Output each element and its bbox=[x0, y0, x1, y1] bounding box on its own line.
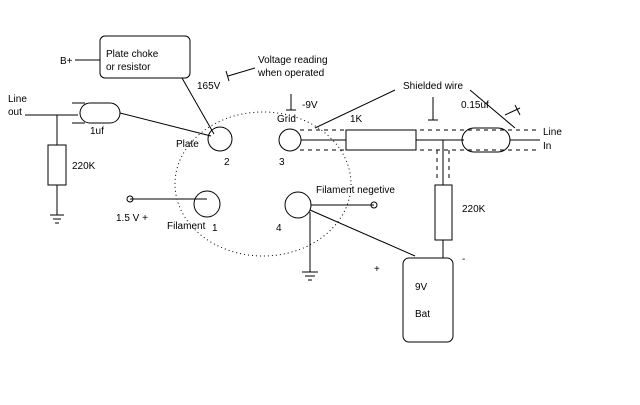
input-capacitor-label: 0.15uf bbox=[461, 100, 489, 111]
filament-negative-label: Filament negetive bbox=[316, 185, 395, 196]
output-to-plate-wire bbox=[119, 112, 212, 137]
voltage-reading-label-2: when operated bbox=[257, 68, 324, 79]
plate-pin bbox=[207, 126, 233, 152]
filament-negative-terminal bbox=[370, 201, 378, 209]
input-capacitor bbox=[461, 127, 511, 153]
plate-choke-box bbox=[99, 35, 191, 79]
output-capacitor-label: 1uf bbox=[90, 126, 104, 137]
filament-to-battery-wire bbox=[309, 209, 416, 257]
voltage-reading-label-1: Voltage reading bbox=[258, 55, 328, 66]
pin-4-label: 4 bbox=[276, 223, 282, 234]
tube-envelope bbox=[174, 111, 352, 257]
shielded-wire-label: Shielded wire bbox=[403, 81, 463, 92]
pin-3-label: 3 bbox=[279, 157, 285, 168]
output-resistor bbox=[47, 144, 67, 186]
output-resistor-label: 220K bbox=[72, 161, 96, 172]
filament-pin bbox=[193, 190, 221, 218]
filament-negative-pin bbox=[284, 191, 312, 219]
shielded-wire-pointer-left bbox=[314, 89, 396, 129]
battery-plus-label: + bbox=[374, 264, 380, 275]
pin-2-label: 2 bbox=[224, 157, 230, 168]
grid-pin bbox=[278, 128, 302, 152]
capacitor-pointer-tick bbox=[514, 104, 521, 116]
line-in-label-2: In bbox=[543, 141, 551, 152]
filament-positive-terminal bbox=[126, 195, 134, 203]
plate-choke-wire bbox=[181, 77, 215, 135]
grid-series-resistor bbox=[345, 129, 417, 151]
grid-series-resistor-label: 1K bbox=[350, 114, 363, 125]
plate-choke-label-1: Plate choke bbox=[106, 49, 159, 60]
voltage-reading-tick bbox=[225, 70, 230, 82]
battery-minus-label: - bbox=[462, 254, 465, 265]
pin-1-label: 1 bbox=[212, 223, 218, 234]
grid-label: Grid bbox=[277, 114, 296, 125]
shielded-wire-pointer-right bbox=[469, 89, 516, 129]
plate-choke-label-2: or resistor bbox=[106, 62, 151, 73]
grid-voltage-label: -9V bbox=[302, 100, 318, 111]
output-capacitor bbox=[79, 102, 121, 124]
plate-label: Plate bbox=[176, 139, 199, 150]
battery bbox=[402, 257, 454, 343]
voltage-reading-arrow bbox=[227, 67, 256, 77]
grid-leak-resistor-label: 220K bbox=[462, 204, 486, 215]
battery-name-label: Bat bbox=[415, 309, 430, 320]
line-in-label-1: Line bbox=[543, 127, 562, 138]
filament-voltage-label: 1.5 V + bbox=[116, 213, 148, 224]
grid-leak-resistor bbox=[434, 184, 453, 241]
battery-voltage-label: 9V bbox=[415, 282, 428, 293]
plate-voltage-label: 165V bbox=[197, 81, 221, 92]
filament-label: Filament bbox=[167, 221, 206, 232]
b-plus-label: B+ bbox=[60, 56, 73, 67]
line-out-label-2: out bbox=[8, 107, 22, 118]
line-out-label-1: Line bbox=[8, 94, 27, 105]
